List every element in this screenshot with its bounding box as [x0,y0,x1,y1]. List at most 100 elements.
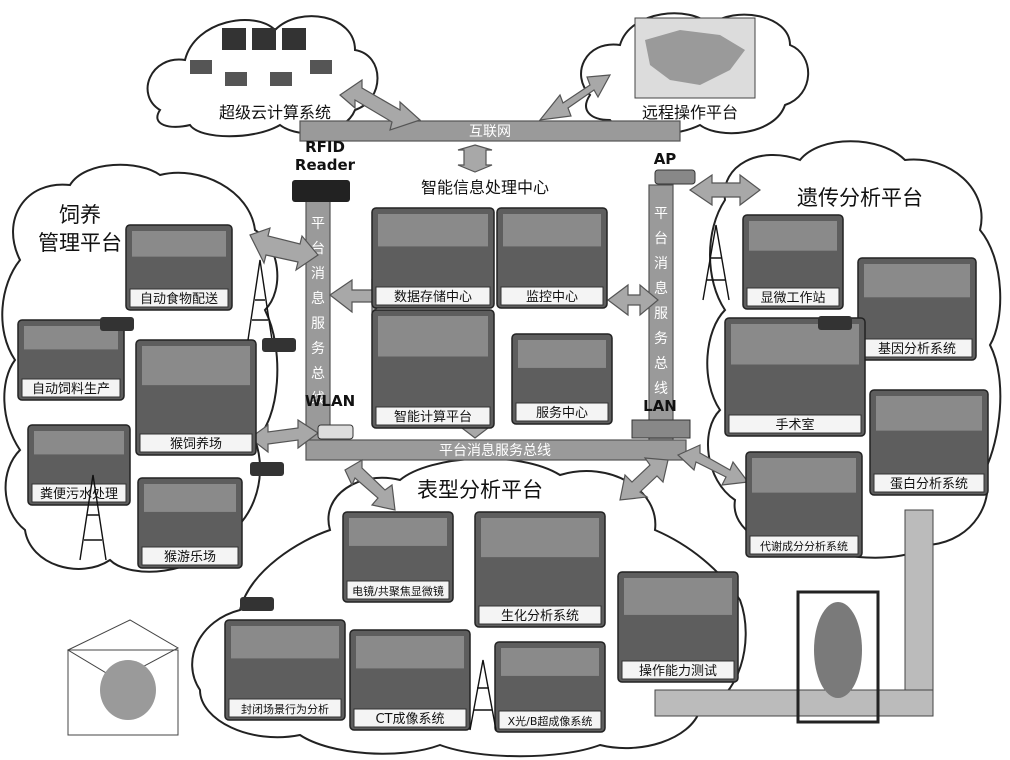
unit-caption-bg [500,286,604,306]
unit-feed: 自动饲料生产 [17,319,125,401]
camera-icon [250,462,284,476]
bus-vertical-char: 总 [311,366,325,382]
unit-service: 服务中心 [511,333,613,425]
phenotype-title: 表型分析平台 [417,478,543,502]
unit-photo-detail [144,484,236,512]
rfid-label-2: Reader [295,156,356,174]
wlan-router-icon [317,424,354,440]
unit-food: 自动食物配送 [125,224,233,311]
unit-metabolite: 代谢成分分析系统 [745,451,863,558]
unit-farm: 猴饲养场 [135,339,257,456]
unit-caption-bg [728,414,862,434]
internet-bar: 互联网 [299,120,681,142]
unit-caption-bg [478,605,602,625]
unit-photo-detail [501,648,599,676]
supercloud-title: 超级云计算系统 [219,103,331,122]
unit-caption: CT成像系统 [375,712,444,727]
unit-park: 猴游乐场 [137,477,243,569]
camera-icon [262,338,296,352]
unit-caption: 自动饲料生产 [32,382,110,397]
unit-caption: 猴游乐场 [164,550,216,565]
arrow-phenotype-left [344,458,396,511]
bus-vertical-char: 台 [654,231,668,247]
unit-caption-bg [346,580,450,600]
genetic-title: 遗传分析平台 [797,186,923,210]
unit-caption-bg [621,660,735,680]
pipe-connector-icon [654,509,934,717]
camera-icon [240,597,274,611]
unit-caption-bg [873,473,985,493]
unit-photo-detail [876,396,982,431]
bus-vertical-char: 息 [311,290,325,307]
unit-caption: 监控中心 [526,290,578,305]
bus-vertical-char: 息 [654,280,668,297]
bus-bottom-label: 平台消息服务总线 [439,442,551,459]
unit-em: 电镜/共聚焦显微镜 [342,511,454,603]
unit-surgery: 手术室 [724,317,866,437]
bus-vertical-char: 线 [654,381,668,397]
center-title: 智能信息处理中心 [421,178,549,197]
monkey-chair-icon [796,590,880,724]
bus-vertical-char: 务 [311,341,325,357]
rfid-reader-icon [292,180,350,202]
unit-protein: 蛋白分析系统 [869,389,989,496]
unit-compute: 智能计算平台 [371,309,495,429]
unit-caption-bg [749,535,859,555]
bus-vertical-char: 消 [654,256,668,272]
arrow-remote-internet [538,74,612,121]
arrow-center-right [607,283,659,317]
unit-photo-detail [24,326,118,350]
bus-vertical-char: 平 [654,206,668,222]
unit-caption-bg [228,698,342,718]
unit-caption: 生化分析系统 [501,609,579,624]
ap-label: AP [654,150,677,168]
unit-caption: 自动食物配送 [140,291,218,307]
unit-operate: 操作能力测试 [617,571,739,683]
arrow-internet-center [457,144,493,173]
unit-caption: 猴饲养场 [170,436,222,452]
unit-caption: 数据存储中心 [394,290,472,305]
unit-caption-bg [375,406,491,426]
unit-caption-bg [139,433,253,453]
unit-photo-detail [731,324,859,365]
unit-caption-bg [129,288,229,308]
unit-caption: 手术室 [775,417,814,433]
unit-photo-detail [34,431,124,455]
unit-caption-bg [141,546,239,566]
bus-vertical-char: 务 [654,331,668,347]
unit-caption-bg [31,483,127,503]
unit-sewage: 粪便污水处理 [27,424,131,506]
unit-caption: 显微工作站 [760,291,825,306]
lan-label: LAN [643,397,677,415]
ap-device-icon [654,169,696,185]
unit-photo-detail [231,626,339,659]
unit-xray: X光/B超成像系统 [494,641,606,733]
unit-photo-detail [132,231,226,257]
bus-vertical-char: 服 [654,306,668,322]
supercloud-cloud [146,15,379,138]
server-cluster-icon [190,28,332,86]
unit-photo-detail [752,458,856,493]
unit-microscope: 显微工作站 [742,214,844,310]
unit-behavior: 封闭场景行为分析 [224,619,346,721]
unit-photo-detail [378,214,488,247]
unit-gene: 基因分析系统 [857,257,977,361]
unit-caption: 操作能力测试 [639,663,717,679]
antenna-tower-icon [247,259,273,341]
unit-photo-detail [356,636,464,669]
unit-photo-detail [749,221,837,251]
unit-caption: 蛋白分析系统 [890,476,968,492]
unit-caption: 电镜/共聚焦显微镜 [352,584,444,598]
antenna-tower-icon [79,474,107,561]
bus-vertical-char: 消 [311,266,325,282]
unit-caption: 服务中心 [536,405,588,421]
unit-biochem: 生化分析系统 [474,511,606,628]
unit-caption: 基因分析系统 [878,342,956,357]
bus-vertical-char: 线 [311,391,325,407]
unit-photo-detail [503,214,601,247]
arrow-supercloud-internet [339,78,422,131]
unit-photo-detail [481,518,599,558]
bus-vertical-char: 平 [311,216,325,232]
unit-caption: 封闭场景行为分析 [241,702,329,716]
